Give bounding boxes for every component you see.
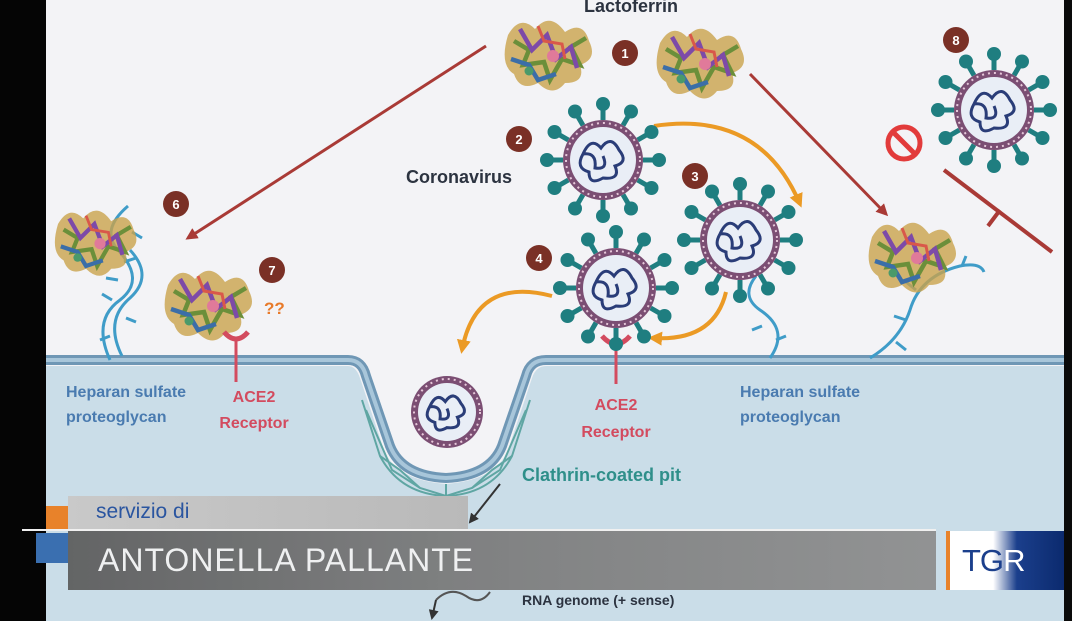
arrow-virus-3-to-4 <box>648 291 728 346</box>
logo-r: R <box>1003 543 1025 578</box>
svg-text:3: 3 <box>691 169 698 184</box>
logo-tg: TG <box>962 543 1004 578</box>
coronavirus-8 <box>931 47 1057 173</box>
heparan-label-left-line1: Heparan sulfate <box>66 384 186 401</box>
step-marker-1: 1 <box>612 40 638 66</box>
servizio-bar: servizio di <box>68 496 468 530</box>
heparan-sulfate-strand-mid <box>747 275 787 359</box>
logo-orange-stripe <box>946 531 950 590</box>
arrow-to-heparan-left <box>185 44 487 240</box>
step-marker-3: 3 <box>682 163 708 189</box>
step-marker-7: 7 <box>259 257 285 283</box>
coronavirus-endocytosed <box>411 376 483 448</box>
step-marker-6: 6 <box>163 191 189 217</box>
heparan-label-left-line2: proteoglycan <box>66 409 166 426</box>
step-marker-8: 8 <box>943 27 969 53</box>
coronavirus-4 <box>553 225 679 351</box>
servizio-label: servizio di <box>96 500 190 523</box>
ace2-label-left-line1: ACE2 <box>233 389 276 406</box>
coronavirus-2 <box>540 97 666 223</box>
arrow-pit-down <box>468 483 501 524</box>
rna-genome-label: RNA genome (+ sense) <box>522 592 674 608</box>
question-marks: ?? <box>264 299 285 318</box>
step-marker-4: 4 <box>526 245 552 271</box>
svg-text:8: 8 <box>952 33 959 48</box>
lactoferrin-title: Lactoferrin <box>584 0 678 16</box>
ace2-label-left-line2: Receptor <box>219 415 288 432</box>
overlay-orange-stripe <box>46 506 68 530</box>
clathrin-label: Clathrin-coated pit <box>522 465 681 485</box>
overlay-blue-stripe <box>36 533 68 563</box>
coronavirus-label: Coronavirus <box>406 167 512 187</box>
ace2-label-right-line1: ACE2 <box>595 397 638 414</box>
arrow-virus-4-to-pit <box>456 289 553 354</box>
svg-text:2: 2 <box>515 132 522 147</box>
svg-text:1: 1 <box>621 46 628 61</box>
reporter-name: ANTONELLA PALLANTE <box>98 542 475 578</box>
overlay-divider <box>22 529 936 531</box>
ace2-receptor-left <box>222 330 250 382</box>
ace2-label-right-line2: Receptor <box>581 424 650 441</box>
heparan-label-right-line1: Heparan sulfate <box>740 384 860 401</box>
tgr-logo: TGR <box>946 531 1064 590</box>
reporter-name-bar: ANTONELLA PALLANTE <box>68 531 936 590</box>
heparan-label-right-line2: proteoglycan <box>740 409 840 426</box>
inhibition-bar <box>942 168 1054 254</box>
arrow-to-heparan-right <box>748 72 889 217</box>
step-marker-2: 2 <box>506 126 532 152</box>
arrow-virus-2-to-3 <box>653 121 803 208</box>
svg-text:7: 7 <box>268 263 275 278</box>
svg-text:4: 4 <box>535 251 543 266</box>
prohibited-icon <box>885 124 923 162</box>
svg-text:6: 6 <box>172 197 179 212</box>
coronavirus-3 <box>677 177 803 303</box>
